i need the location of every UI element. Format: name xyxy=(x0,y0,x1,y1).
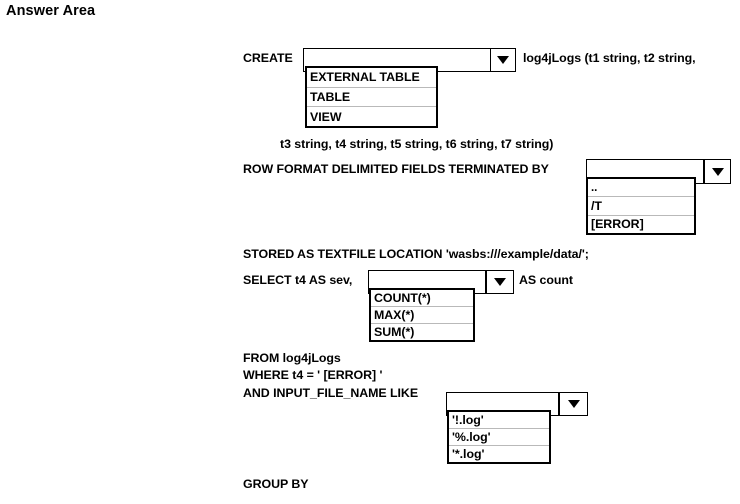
columns-continuation-text: t3 string, t4 string, t5 string, t6 stri… xyxy=(280,137,554,151)
chevron-down-icon xyxy=(494,278,506,286)
stored-as-text: STORED AS TEXTFILE LOCATION 'wasbs:///ex… xyxy=(243,247,589,261)
option-percent-log[interactable]: '%.log' xyxy=(449,429,549,446)
select-tail-text: AS count xyxy=(519,273,573,287)
create-tail-text: log4jLogs (t1 string, t2 string, xyxy=(523,51,696,65)
group-by-text: GROUP BY xyxy=(243,477,309,491)
aggregate-function-dropdown-button[interactable] xyxy=(486,270,514,294)
option-count-star[interactable]: COUNT(*) xyxy=(371,290,473,307)
chevron-down-icon xyxy=(497,56,509,64)
field-delimiter-dropdown-button[interactable] xyxy=(704,159,731,184)
where-clause-text: WHERE t4 = ' [ERROR] ' xyxy=(243,368,383,382)
option-table[interactable]: TABLE xyxy=(307,88,436,108)
chevron-down-icon xyxy=(567,400,580,408)
option-delimiter-error[interactable]: [ERROR] xyxy=(591,217,644,232)
option-external-table[interactable]: EXTERNAL TABLE xyxy=(307,68,436,88)
option-delimiter-tab[interactable]: /T xyxy=(588,197,694,216)
and-like-clause-label: AND INPUT_FILE_NAME LIKE xyxy=(243,386,419,400)
create-object-type-dropdown-button[interactable] xyxy=(490,48,516,72)
row-format-label: ROW FORMAT DELIMITED FIELDS TERMINATED B… xyxy=(243,162,549,176)
option-max-star[interactable]: MAX(*) xyxy=(371,307,473,324)
chevron-down-icon xyxy=(711,167,724,176)
option-star-log[interactable]: '*.log' xyxy=(452,447,485,461)
file-name-pattern-dropdown-button[interactable] xyxy=(559,392,588,416)
field-delimiter-option-list[interactable]: .. /T [ERROR] xyxy=(586,177,696,235)
file-name-pattern-option-list[interactable]: '!.log' '%.log' '*.log' xyxy=(447,410,551,464)
from-clause-text: FROM log4jLogs xyxy=(243,351,341,365)
page-title: Answer Area xyxy=(6,3,96,19)
option-sum-star[interactable]: SUM(*) xyxy=(374,325,415,339)
select-label: SELECT t4 AS sev, xyxy=(243,273,353,287)
option-view[interactable]: VIEW xyxy=(310,109,342,124)
option-bang-log[interactable]: '!.log' xyxy=(449,412,549,429)
option-delimiter-dots[interactable]: .. xyxy=(588,179,694,198)
create-keyword-label: CREATE xyxy=(243,51,293,65)
aggregate-function-option-list[interactable]: COUNT(*) MAX(*) SUM(*) xyxy=(369,288,475,342)
create-object-type-option-list[interactable]: EXTERNAL TABLE TABLE VIEW xyxy=(305,66,438,128)
